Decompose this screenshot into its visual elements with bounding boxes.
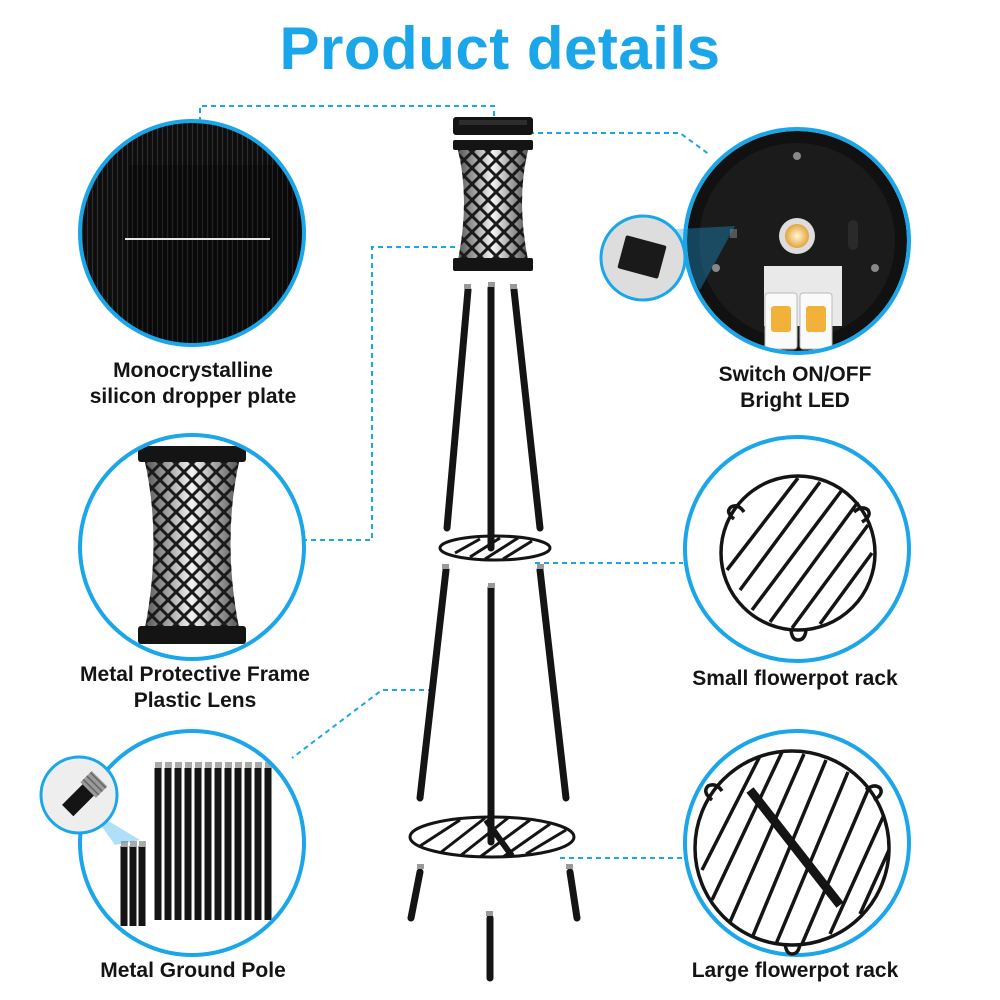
leader-solar-panel: [199, 105, 495, 122]
solar-panel-circle: [78, 119, 306, 347]
label-solar-panel-line2: silicon dropper plate: [89, 385, 297, 408]
large-rack-circle: [683, 729, 911, 957]
label-ground-pole-line1: Metal Ground Pole: [100, 959, 286, 982]
label-lantern-line1: Metal Protective Frame: [80, 663, 310, 686]
solar-cap: [453, 117, 533, 135]
label-ground-pole: Metal Ground Pole: [62, 958, 324, 984]
small-rack-circle: [683, 435, 911, 663]
lantern-circle: [78, 433, 306, 661]
ground-stakes: [407, 868, 581, 982]
label-switch-led-line2: Bright LED: [740, 389, 850, 412]
leader-lines: [199, 105, 711, 859]
page-title: Product details: [279, 15, 721, 82]
label-large-rack-line1: Large flowerpot rack: [691, 959, 899, 982]
label-large-rack: Large flowerpot rack: [664, 958, 926, 984]
label-solar-panel-line1: Monocrystalline: [113, 359, 273, 382]
lantern-head: [453, 140, 533, 271]
assembled-product: [407, 117, 581, 982]
label-switch-led: Switch ON/OFF Bright LED: [664, 362, 926, 414]
label-switch-led-line1: Switch ON/OFF: [718, 363, 872, 386]
leader-ground-pole: [291, 689, 433, 759]
label-small-rack-line1: Small flowerpot rack: [692, 667, 898, 690]
label-lantern: Metal Protective Frame Plastic Lens: [50, 662, 340, 714]
lower-legs: [416, 566, 570, 846]
label-lantern-line2: Plastic Lens: [133, 689, 257, 712]
label-solar-panel: Monocrystalline silicon dropper plate: [62, 358, 324, 410]
small-rack-center: [438, 534, 552, 562]
leader-switch-led: [520, 132, 711, 156]
ground-pole-circle: [39, 729, 306, 957]
leader-lantern: [295, 246, 455, 541]
label-small-rack: Small flowerpot rack: [664, 666, 926, 692]
large-rack-center: [408, 815, 576, 859]
switch-led-circle: [599, 127, 911, 355]
upper-legs: [443, 284, 544, 552]
